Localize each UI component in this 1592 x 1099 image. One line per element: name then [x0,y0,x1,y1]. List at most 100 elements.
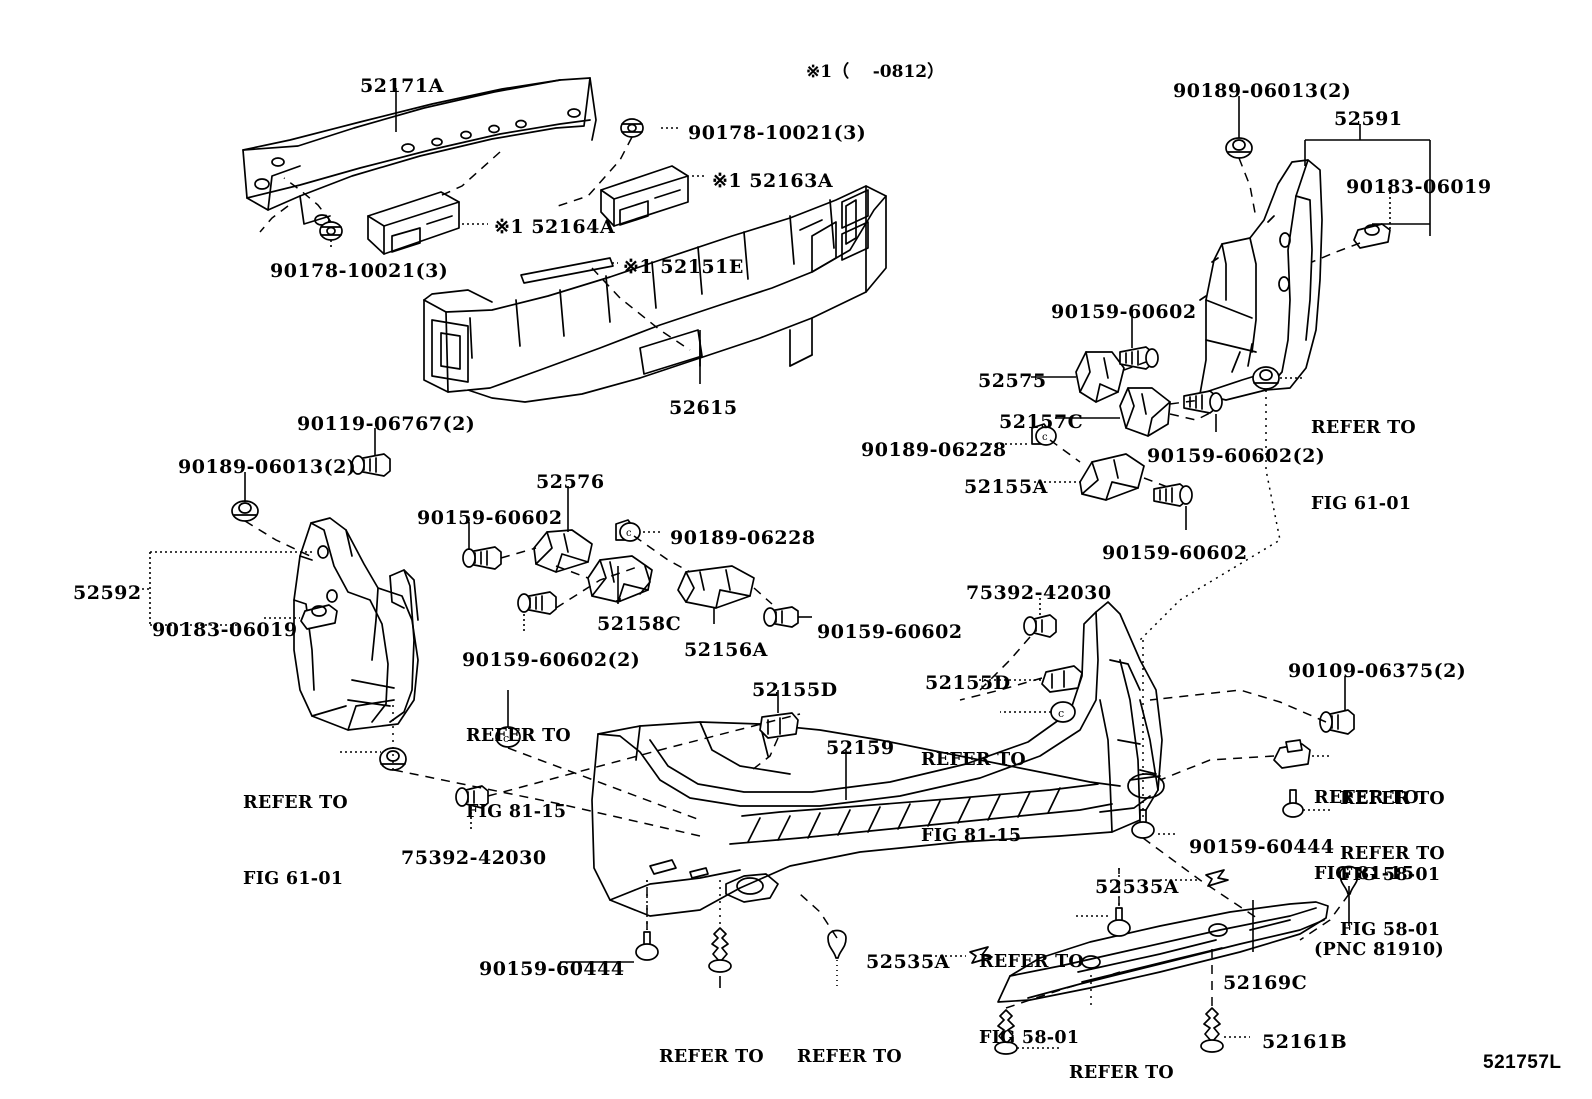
part-label-52156A: 52156A [684,639,768,661]
part-label-90159-60602-c: 90159-60602 [1102,542,1248,564]
reference-line: FIG 61-01 [243,868,344,889]
reference-line: REFER TO [659,1046,764,1067]
part-label-75392-42030-right: 75392-42030 [966,582,1112,604]
clip-52155D-right [1041,665,1083,693]
part-label-52151E: ※1 52151E [623,256,744,278]
part-label-90183-06019-right: 90183-06019 [1346,176,1492,198]
fastener-90159-60602-e [517,591,557,615]
part-52158C-bracket [587,555,653,603]
part-52164A-bracket [367,191,460,255]
route-beam-b [259,205,289,233]
route-52156A [753,587,773,605]
reference-fig-61-01-left: REFER TO FIG 61-01 [243,740,348,943]
route-90178b [283,177,332,223]
clip-5801-right-upper [1273,739,1311,769]
reference-line: FIG 58-01 [979,1027,1080,1048]
fastener-90119-06767 [351,453,391,477]
fastener-90159-60444-right [1131,809,1155,839]
reference-line: REFER TO [979,951,1084,972]
route-52576 [555,565,589,579]
route-90189-left [244,520,311,557]
part-label-90159-60602-d: 90159-60602 [417,507,563,529]
reference-fig-81-15-pnc-81920: REFER TO FIG 81-15 (PNC 81920) [797,994,927,1099]
part-label-52535A-right: 52535A [1095,876,1179,898]
header-note: ※1（ -0812） [806,62,945,82]
part-label-90178-10021-b: 90178-10021(3) [270,260,449,282]
route-52155A [1143,477,1171,489]
part-label-90159-60444-left: 90159-60444 [479,958,625,980]
fastener-90159-60444-left [635,931,659,961]
leader-52592-bracket [137,551,312,626]
part-label-90183-06019-left: 90183-06019 [152,619,298,641]
part-label-90159-60602-b: 90159-60602(2) [1147,445,1326,467]
route-90189-right [1238,157,1257,219]
reference-line: REFER TO [243,792,348,813]
part-label-52157C: 52157C [999,411,1084,433]
part-label-52161B: 52161B [1262,1031,1348,1053]
part-label-52576: 52576 [536,471,605,493]
grommet-6101-left [379,747,407,771]
part-label-52159: 52159 [826,737,895,759]
part-label-90189-06013-right: 90189-06013(2) [1173,80,1352,102]
reference-line: FIG 81-15 [1314,863,1415,884]
part-label-52171A: 52171A [360,75,444,97]
route-8115d [799,893,838,939]
part-label-52163A: ※1 52163A [712,170,834,192]
part-52576-bracket [533,529,593,573]
part-label-52575: 52575 [978,370,1047,392]
svg-text:c: c [626,528,632,539]
reference-fig-81-15-pnc-81910: REFER TO FIG 81-15 (PNC 81910) [1314,735,1444,1014]
fastener-90159-60602-f [763,606,799,628]
fastener-90109-06375 [1319,709,1355,735]
part-label-52169C: 52169C [1223,972,1308,994]
part-label-52155A: 52155A [964,476,1048,498]
clip-5801-pnc52161P-a [708,927,732,973]
fastener-90189-06013-left [231,500,259,522]
fastener-90178-10021-a [620,118,644,138]
part-label-52158C: 52158C [597,613,682,635]
part-label-90109-06375: 90109-06375(2) [1288,660,1467,682]
reference-line: REFER TO [1340,788,1445,809]
reference-fig-81-15-center: REFER TO FIG 81-15 [921,697,1026,900]
reference-fig-58-01-pnc-52161P-left: REFER TO FIG 58-01 (PNC 52161P) [659,994,802,1099]
part-label-75392-42030-left: 75392-42030 [401,847,547,869]
grommet-6101-right [1252,366,1280,390]
reference-fig-58-01-right-upper: REFER TO FIG 58-01 [1340,736,1445,939]
grommet-8115-right: c [1050,701,1076,723]
fastener-90159-60602-c [1153,483,1193,507]
part-label-52164A: ※1 52164A [494,216,616,238]
reference-line: REFER TO [1340,843,1445,864]
clip-52155D-left [759,712,799,739]
part-52575-bracket [1075,351,1125,403]
reference-line: REFER TO [797,1046,902,1067]
fastener-90189-06228-b: c [615,519,641,542]
route-52164A [439,151,501,197]
fastener-90189-06013-right [1225,137,1253,159]
reference-line: REFER TO [921,749,1026,770]
route-52155D1 [751,737,779,771]
part-label-90178-10021-a: 90178-10021(3) [688,122,867,144]
reference-line: FIG 58-01 [1340,864,1441,885]
fastener-90159-60602-d [462,546,502,570]
part-label-90189-06013-left: 90189-06013(2) [178,456,357,478]
route-90159d [500,547,537,559]
part-52171A-beam [242,77,597,226]
route-90178a [557,136,633,207]
reference-fig-61-01-right: REFER TO FIG 61-01 [1311,365,1416,568]
part-52591-shield [1199,159,1323,401]
part-label-90159-60602-e: 90159-60602 [817,621,963,643]
route-52157C-a [1169,399,1201,405]
route-5801-upper [1159,755,1275,781]
reference-fig-58-01-pnc-52161P-right: REFER TO FIG 58-01 (PNC 52161P) [1069,1010,1212,1099]
reference-line: (PNC 81910) [1314,940,1444,960]
reference-line: FIG 81-15 [466,801,567,822]
reference-line: REFER TO [1311,417,1416,438]
route-52158C [555,565,641,609]
route-6101-right [1139,390,1281,641]
fastener-90159-60602-b [1183,390,1223,414]
reference-fig-58-01-right-lower: REFER TO FIG 58-01 [1340,791,1445,994]
fastener-90159-60602-a [1119,346,1159,370]
fastener-5801-valance-top [1107,907,1131,937]
part-label-90159-60602-f: 90159-60602(2) [462,649,641,671]
fastener-75392-42030-right [1023,614,1057,638]
